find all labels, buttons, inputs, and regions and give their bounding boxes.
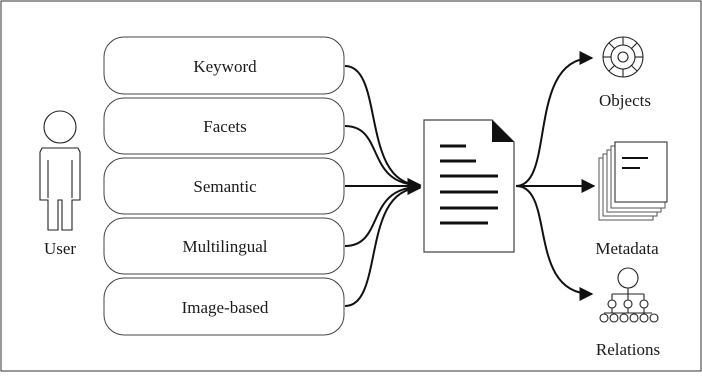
relations-icon xyxy=(599,267,659,323)
arrow-facets xyxy=(344,125,422,192)
user-label: User xyxy=(44,239,76,258)
user-icon xyxy=(39,110,81,231)
method-label: Multilingual xyxy=(183,237,268,256)
output-label-relations: Relations xyxy=(596,340,660,359)
method-label: Semantic xyxy=(193,177,257,196)
arrow-to-objects xyxy=(515,51,594,187)
output-label-objects: Objects xyxy=(599,91,651,110)
method-multilingual: Multilingual xyxy=(103,217,345,275)
method-semantic: Semantic xyxy=(103,157,345,215)
method-label: Facets xyxy=(203,117,246,136)
method-image-based: Image-based xyxy=(103,277,345,336)
method-keyword: Keyword xyxy=(103,36,345,95)
method-label: Image-based xyxy=(182,298,269,317)
arrow-to-relations xyxy=(515,185,594,301)
document-icon xyxy=(423,119,515,253)
arrow-image-based xyxy=(344,181,422,307)
method-facets: Facets xyxy=(103,97,345,155)
method-label: Keyword xyxy=(193,57,257,76)
output-label-metadata: Metadata xyxy=(595,239,659,258)
arrow-multilingual xyxy=(344,180,422,247)
arrow-keyword xyxy=(344,65,422,192)
metadata-icon xyxy=(598,141,668,221)
objects-icon xyxy=(602,36,644,78)
